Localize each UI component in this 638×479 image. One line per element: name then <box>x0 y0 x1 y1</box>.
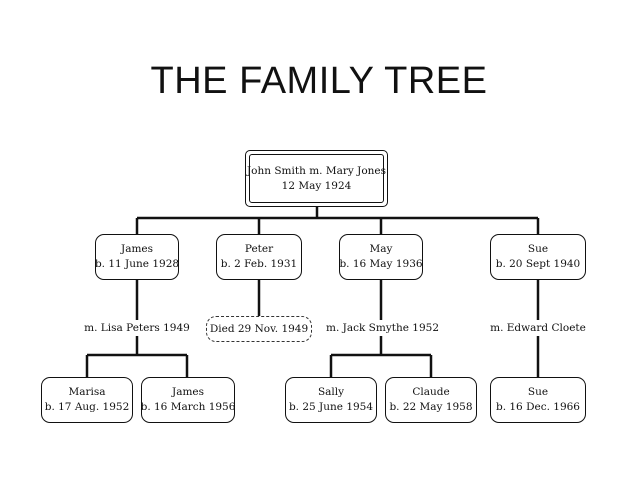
child-name: May <box>369 243 393 255</box>
grandchild-node-sally: Sally b. 25 June 1954 <box>285 377 377 423</box>
grandchild-birth: b. 17 Aug. 1952 <box>44 401 130 413</box>
grandchild-birth: b. 16 Dec. 1966 <box>495 401 580 413</box>
grandchild-name: Claude <box>412 386 450 398</box>
grandchild-name: Sue <box>527 386 549 398</box>
root-marriage-date: 12 May 1924 <box>281 179 352 192</box>
child-birth: b. 2 Feb. 1931 <box>220 258 298 270</box>
root-couple-names: John Smith m. Mary Jones <box>246 164 387 177</box>
child-node-james: James b. 11 June 1928 <box>95 234 179 280</box>
child-name: Peter <box>244 243 274 255</box>
grandchild-node-marisa: Marisa b. 17 Aug. 1952 <box>41 377 133 423</box>
child-birth: b. 11 June 1928 <box>94 258 180 270</box>
child-birth: b. 16 May 1936 <box>339 258 423 270</box>
page-title: THE FAMILY TREE <box>150 60 488 102</box>
grandchild-node-sue: Sue b. 16 Dec. 1966 <box>490 377 586 423</box>
grandchild-birth: b. 25 June 1954 <box>288 401 374 413</box>
james-marriage-note: m. Lisa Peters 1949 <box>80 321 194 335</box>
child-birth: b. 20 Sept 1940 <box>495 258 581 270</box>
may-marriage-note: m. Jack Smythe 1952 <box>326 321 440 335</box>
child-node-may: May b. 16 May 1936 <box>339 234 423 280</box>
child-name: James <box>120 243 154 255</box>
grandchild-name: Marisa <box>68 386 106 398</box>
grandchild-birth: b. 22 May 1958 <box>389 401 473 413</box>
sue-marriage-note: m. Edward Cloete <box>487 321 589 335</box>
grandchild-node-james: James b. 16 March 1956 <box>141 377 235 423</box>
grandchild-node-claude: Claude b. 22 May 1958 <box>385 377 477 423</box>
child-node-peter: Peter b. 2 Feb. 1931 <box>216 234 302 280</box>
grandchild-name: Sally <box>317 386 345 398</box>
child-node-sue: Sue b. 20 Sept 1940 <box>490 234 586 280</box>
root-couple-inner: John Smith m. Mary Jones 12 May 1924 <box>246 154 387 203</box>
child-name: Sue <box>527 243 549 255</box>
peter-death-note: Died 29 Nov. 1949 <box>206 316 312 342</box>
root-couple-node: John Smith m. Mary Jones 12 May 1924 <box>245 150 388 207</box>
grandchild-name: James <box>171 386 205 398</box>
grandchild-birth: b. 16 March 1956 <box>140 401 236 413</box>
